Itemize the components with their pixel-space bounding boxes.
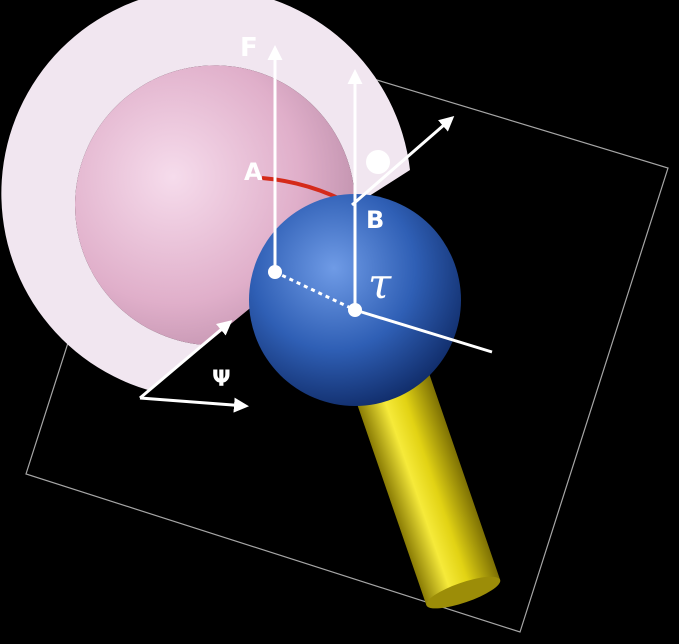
label-angle: Ψ (212, 367, 231, 392)
label-force: F (240, 33, 258, 63)
point-a-center (268, 265, 282, 279)
rim-highlight (366, 150, 390, 174)
acetabular-inner-surface (75, 65, 355, 346)
label-torque: τ (368, 259, 392, 308)
psi-arrow-horizontal (139, 396, 249, 413)
label-point-a: A (244, 158, 263, 186)
moment-arm-line (274, 270, 356, 312)
acetabular-shell (1, 0, 410, 390)
psi-arrow-diagonal (139, 320, 233, 400)
torque-axis-line (354, 308, 493, 354)
label-point-b: B (366, 206, 384, 234)
cup-axis-arrow (351, 116, 455, 207)
